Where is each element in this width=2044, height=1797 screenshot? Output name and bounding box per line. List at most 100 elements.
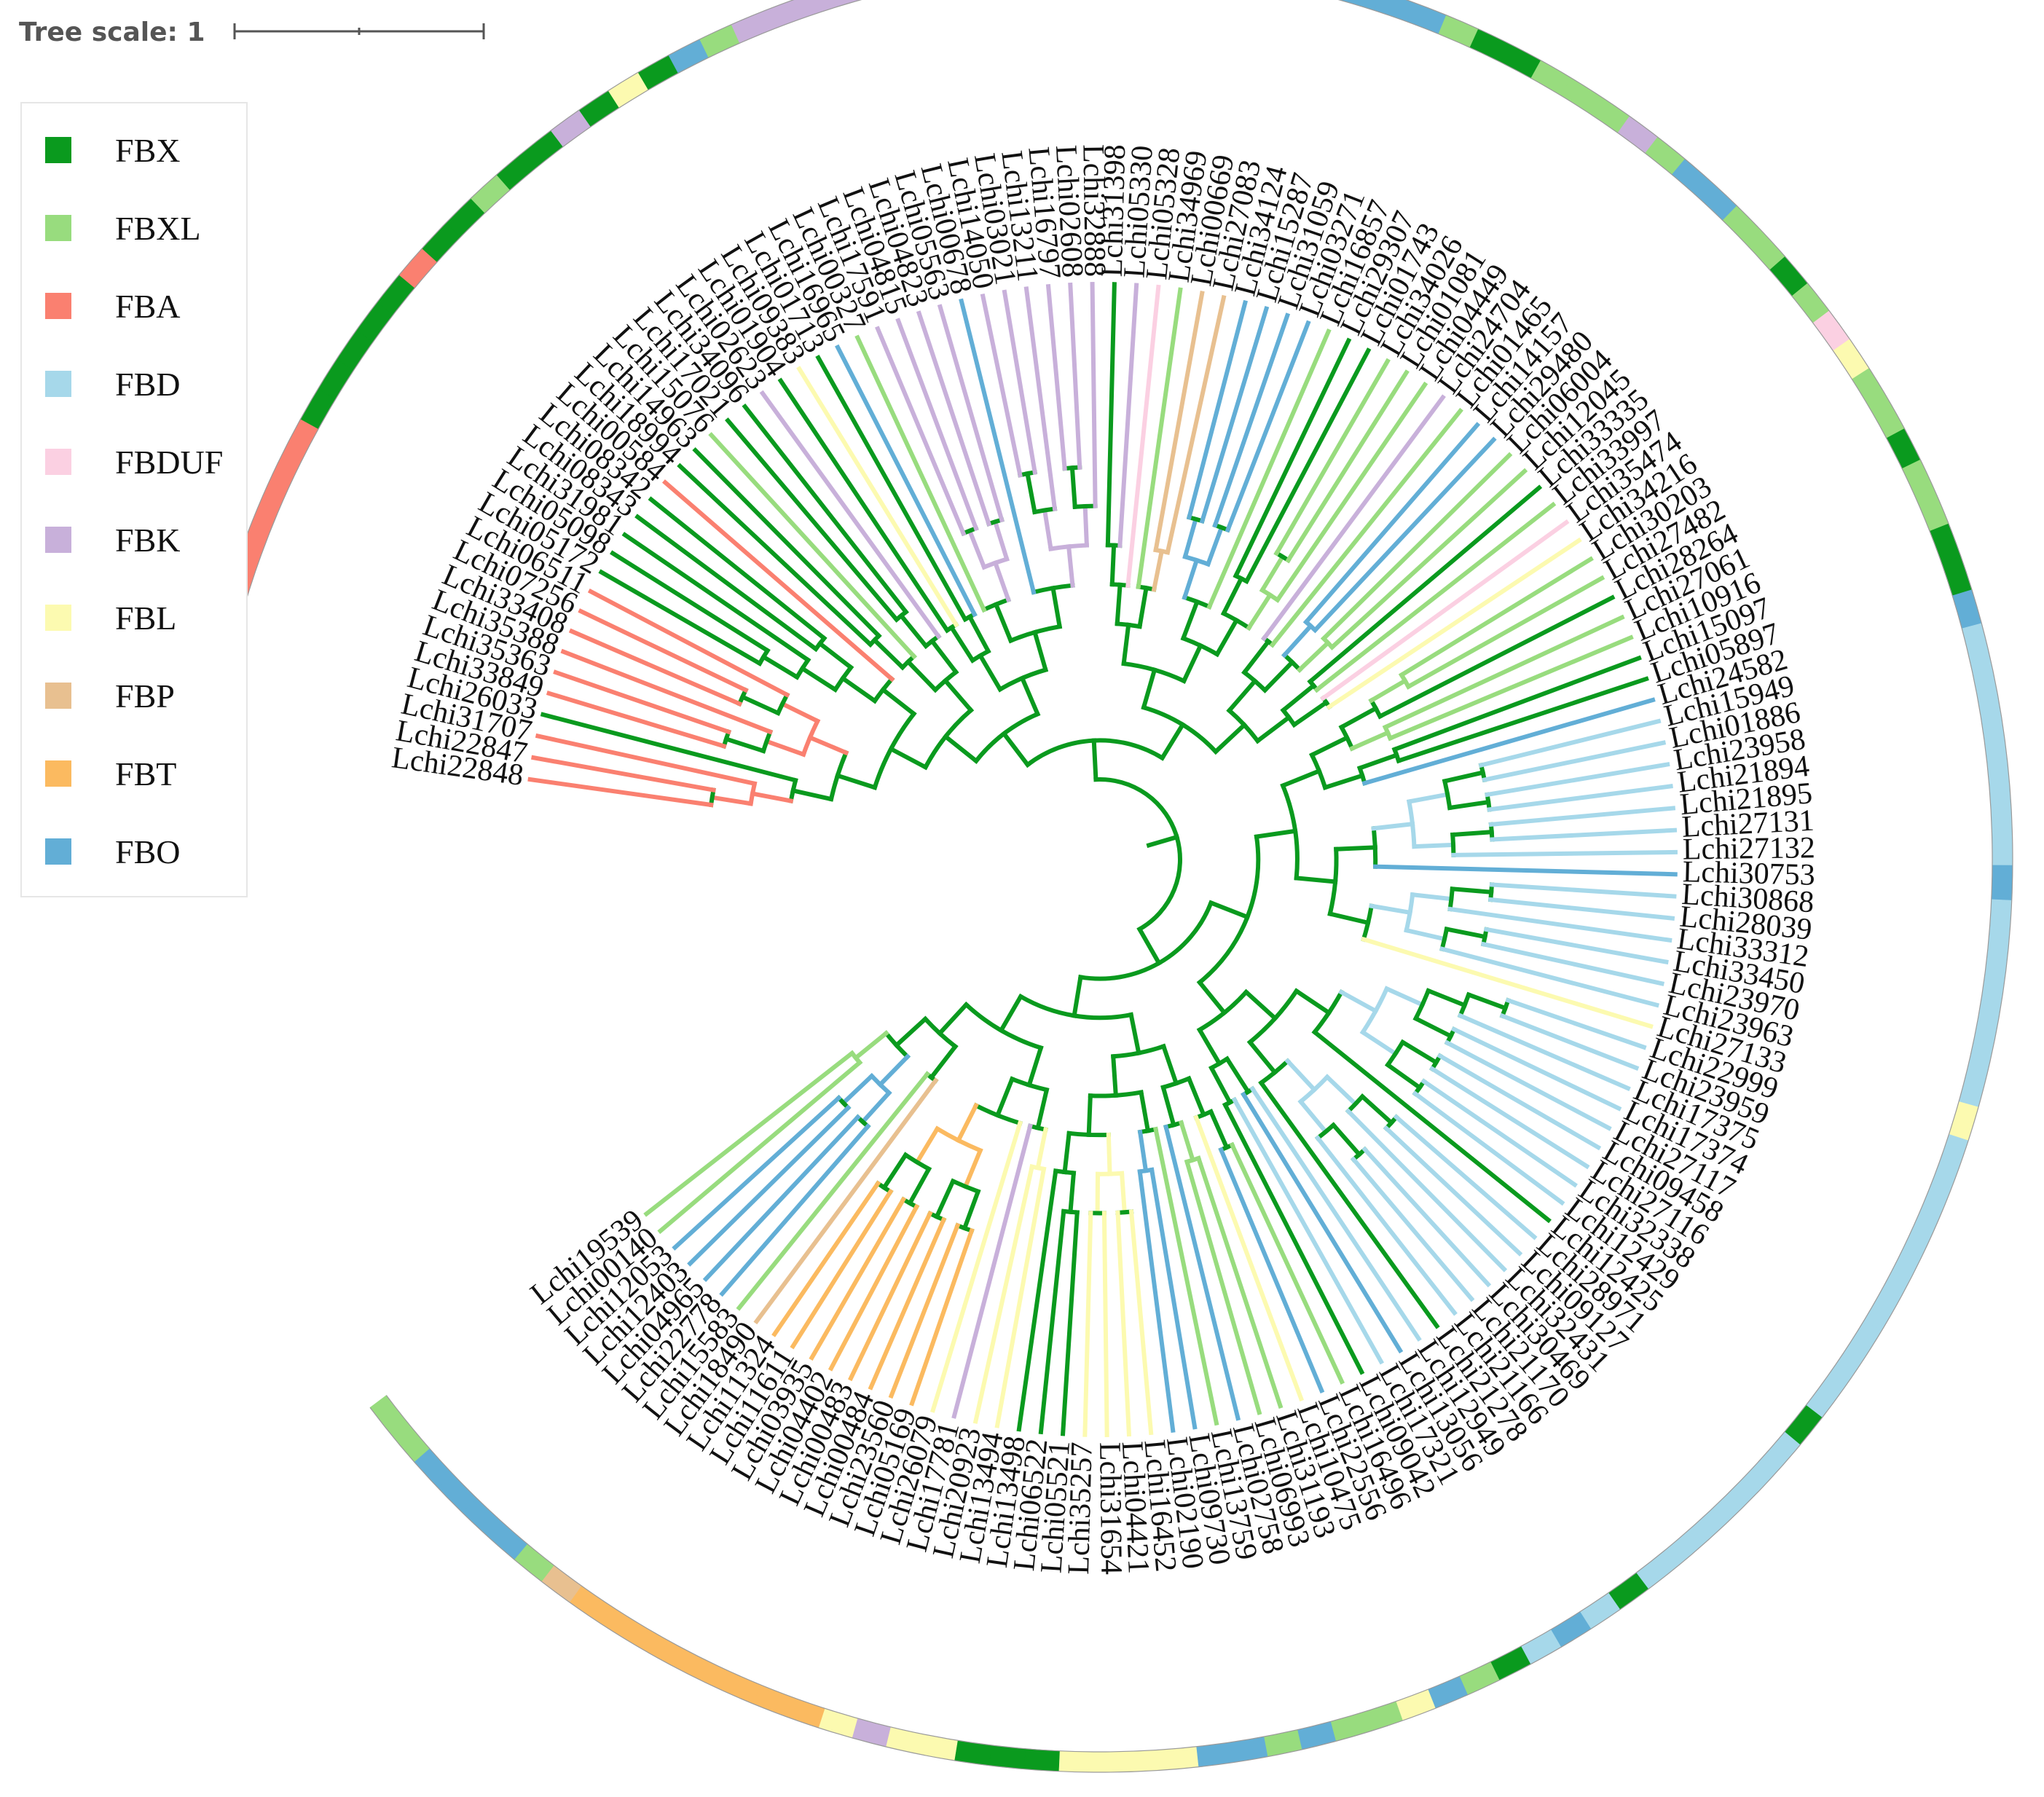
tree-branch <box>1208 1109 1230 1151</box>
tree-branch <box>936 1001 970 1037</box>
tree-branch <box>719 1123 871 1297</box>
tree-branch <box>1208 900 1251 920</box>
tree-branch <box>790 1188 894 1350</box>
tree-branch <box>1060 1210 1080 1436</box>
leaf-label: Lchi30753 <box>1682 855 1815 892</box>
tree-branch <box>1193 1114 1305 1402</box>
tree-branch <box>1399 1039 1439 1066</box>
tree-branch <box>1398 556 1594 678</box>
tree-branch <box>1274 381 1428 603</box>
tree-branches <box>527 282 1678 1437</box>
tree-branch <box>1442 778 1453 811</box>
tree-branch <box>1246 591 1273 632</box>
tree-branch <box>1035 1087 1050 1131</box>
tree-branch <box>1450 886 1494 894</box>
tree-branch <box>1246 1039 1278 1076</box>
ring-segment <box>1297 1721 1337 1750</box>
ring-segment <box>1128 1749 1164 1772</box>
tree-branch <box>1428 1066 1590 1170</box>
tree-branch <box>868 1216 947 1391</box>
tree-branch <box>1406 792 1450 805</box>
legend-item-fbp: FBP <box>45 674 175 717</box>
legend-item-fbl: FBL <box>45 596 176 640</box>
ring-segment <box>919 1734 958 1761</box>
tree-branch <box>1450 829 1494 838</box>
tree-branch <box>1368 677 1408 704</box>
tree-branch <box>1420 1078 1578 1188</box>
tree-branch <box>1499 997 1512 1019</box>
tree-branch <box>1224 1055 1251 1095</box>
tree-branch <box>753 1077 939 1325</box>
tree-branch <box>1490 827 1678 842</box>
tree-branch <box>1111 1043 1167 1059</box>
tree-branch <box>1359 1093 1395 1126</box>
tree-branch <box>1091 738 1098 782</box>
tree-branch <box>1280 768 1322 789</box>
tree-branch <box>1371 821 1415 831</box>
tree-branch <box>1281 623 1314 658</box>
ring-segment <box>1976 691 2003 730</box>
tree-branch <box>1480 941 1665 986</box>
leaf-label: Lchi27132 <box>1683 831 1816 866</box>
tree-branch <box>1359 986 1390 1036</box>
tree-branch <box>1499 1012 1640 1071</box>
tree-branch <box>723 736 766 754</box>
tree-branch <box>790 787 834 802</box>
tree-branch <box>1206 329 1332 610</box>
tree-branch <box>1412 842 1456 849</box>
leaf-label: Lchi35257 <box>1062 1442 1099 1575</box>
tree-branch <box>1137 1129 1149 1173</box>
tree-branch <box>643 1050 855 1217</box>
tree-branch <box>1320 452 1513 642</box>
tree-branch <box>1241 638 1272 676</box>
tree-branch <box>1361 697 1656 786</box>
tree-branch <box>1180 635 1220 658</box>
tree-branch <box>888 1222 961 1399</box>
legend-label-fbl: FBL <box>115 599 177 637</box>
ring-segment <box>1970 656 1997 696</box>
tree-branch <box>1478 762 1487 783</box>
tree-branch <box>1137 1168 1176 1433</box>
tree-branch <box>1466 991 1509 1011</box>
tree-branch <box>1349 729 1391 752</box>
tree-branch <box>621 532 811 664</box>
tree-branch <box>1273 358 1391 557</box>
ring-segment <box>1967 1034 1995 1074</box>
tree-branch <box>1480 927 1489 947</box>
tree-branch <box>815 354 969 623</box>
ring-segment <box>1991 865 2013 901</box>
tree-branch <box>1296 640 1332 673</box>
tree-branch <box>1412 1090 1565 1206</box>
tree-branch <box>835 344 978 618</box>
tree-branch <box>1225 320 1311 533</box>
tree-branch <box>1307 484 1543 685</box>
tree-branch <box>1478 718 1662 768</box>
tree-branch <box>530 755 716 793</box>
tree-branch <box>1356 765 1368 786</box>
legend-label-fba: FBA <box>115 287 181 325</box>
tree-branch <box>1186 1075 1207 1118</box>
tree-branch <box>967 527 987 570</box>
tree-branch <box>1487 897 1675 921</box>
tree-branch <box>937 304 1005 523</box>
tree-branch <box>1254 828 1298 840</box>
tree-branch <box>1026 1045 1044 1088</box>
ring-segment <box>1230 1736 1268 1763</box>
tree-branch <box>1023 286 1058 511</box>
legend-label-fbxl: FBXL <box>115 209 201 247</box>
tree-branch <box>721 728 732 750</box>
ring-segment <box>1989 795 2013 832</box>
tree-branch <box>872 710 917 790</box>
tree-branch <box>1160 1085 1176 1128</box>
tree-branch <box>692 447 882 640</box>
legend-swatch-fbxl <box>45 215 71 241</box>
legend-item-fbd: FBD <box>45 362 180 406</box>
tree-branch <box>1393 1114 1538 1240</box>
tree-branch <box>871 675 895 704</box>
legend-label-fbduf: FBDUF <box>115 443 224 481</box>
tree-branch <box>1361 1146 1492 1288</box>
legend-swatch-fbx <box>45 137 71 163</box>
tree-branch <box>980 293 1023 478</box>
ring-segment <box>1974 1001 2002 1039</box>
